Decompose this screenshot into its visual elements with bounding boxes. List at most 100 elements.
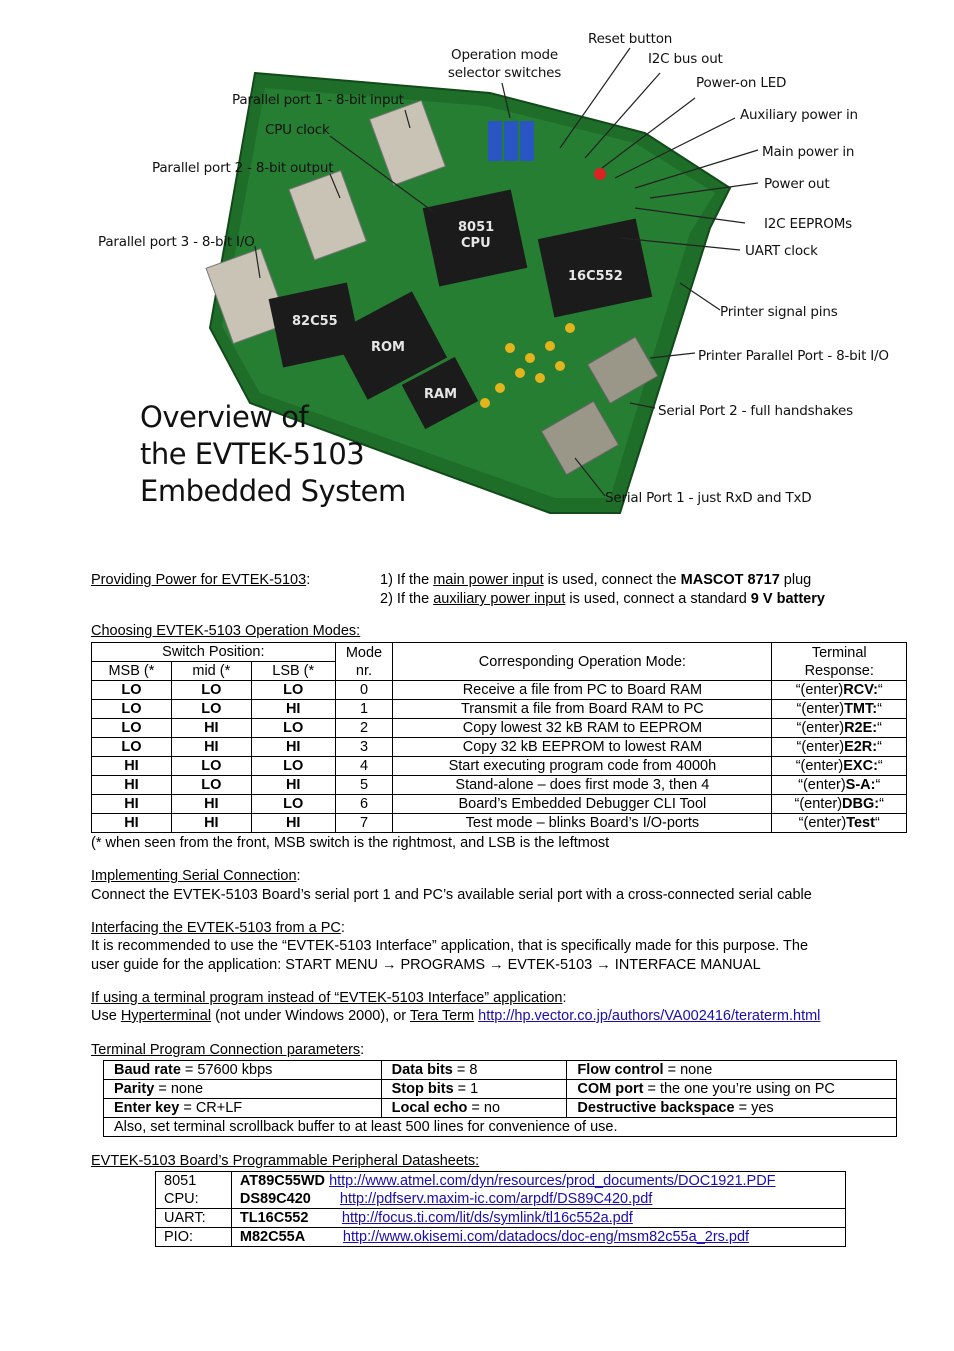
callout-serial-port-1: Serial Port 1 - just RxD and TxD	[605, 490, 812, 506]
mode-cell-response: “(enter)S-A:“	[771, 775, 907, 795]
mode-cell-lsb: LO	[250, 680, 336, 700]
mode-cell-op: Transmit a file from Board RAM to PC	[392, 699, 773, 719]
mode-cell-lsb: HI	[250, 775, 336, 795]
tera-term-link[interactable]: Tera Term	[409, 1008, 475, 1024]
terminal-heading: If using a terminal program instead of “…	[91, 990, 567, 1006]
mode-cell-msb: LO	[91, 699, 172, 719]
mode-cell-mid: HI	[170, 718, 252, 738]
power-led	[594, 168, 606, 180]
mode-cell-nr: 5	[334, 775, 394, 795]
mode-cell-lsb: HI	[250, 737, 336, 757]
mode-cell-nr: 1	[334, 699, 394, 719]
mode-cell-response: “(enter)EXC:“	[771, 756, 907, 776]
mid-header: mid (*	[170, 661, 252, 681]
callout-reset-button: Reset button	[588, 31, 673, 47]
mode-cell-msb: LO	[91, 680, 172, 700]
teraterm-url-link[interactable]: http://hp.vector.co.jp/authors/VA002416/…	[478, 1008, 821, 1024]
msb-header: MSB (*	[91, 661, 172, 681]
mode-cell-mid: HI	[170, 794, 252, 814]
mode-cell-mid: HI	[170, 813, 252, 833]
selector-switches	[488, 121, 534, 161]
interfacing-line-1: It is recommended to use the “EVTEK-5103…	[91, 938, 809, 954]
chip-label-16c552: 16C552	[568, 269, 623, 284]
power-heading: Providing Power for EVTEK-5103:	[91, 572, 311, 588]
datasheet-link-m82c55a[interactable]: http://www.okisemi.com/datadocs/doc-eng/…	[342, 1229, 750, 1245]
switch-position-header: Switch Position:	[91, 642, 336, 662]
callout-power-led: Power-on LED	[696, 75, 787, 91]
callout-power-out: Power out	[764, 176, 830, 192]
mode-cell-nr: 2	[334, 718, 394, 738]
datasheet-link-ds89c420[interactable]: http://pdfserv.maxim-ic.com/arpdf/DS89C4…	[339, 1191, 653, 1207]
mode-cell-msb: HI	[91, 775, 172, 795]
mode-cell-nr: 3	[334, 737, 394, 757]
mode-cell-mid: HI	[170, 737, 252, 757]
hyperterminal-link[interactable]: Hyperterminal	[120, 1008, 212, 1024]
mode-cell-mid: LO	[170, 775, 252, 795]
mode-cell-lsb: HI	[250, 699, 336, 719]
callout-aux-power: Auxiliary power in	[740, 107, 858, 123]
callout-parallel-port-2: Parallel port 2 - 8-bit output	[152, 160, 334, 176]
mode-cell-lsb: LO	[250, 756, 336, 776]
aux-power-input-link: auxiliary power input	[433, 591, 566, 607]
mode-cell-response: “(enter)TMT:“	[771, 699, 907, 719]
chip-label-cpu: CPU	[461, 236, 491, 251]
mode-cell-response: “(enter)R2E:“	[771, 718, 907, 738]
datasheet-links-cpu: AT89C55WD http://www.atmel.com/dyn/resou…	[230, 1171, 847, 1209]
table-subheader-row: MSB (* mid (* LSB (*	[91, 661, 907, 681]
mode-cell-op: Copy lowest 32 kB RAM to EEPROM	[392, 718, 773, 738]
board-photo: 8051 CPU 16C552 82C55 ROM RAM	[205, 47, 759, 514]
callout-printer-port: Printer Parallel Port - 8-bit I/O	[698, 348, 889, 364]
datasheet-link-at89c55wd[interactable]: http://www.atmel.com/dyn/resources/prod_…	[329, 1173, 776, 1189]
serial-port-connectors	[540, 336, 659, 476]
mode-cell-mid: LO	[170, 699, 252, 719]
figure-title-line-2: the EVTEK-5103	[140, 437, 365, 471]
chip-label-rom: ROM	[371, 340, 405, 355]
callout-operation-mode: Operation mode selector switches	[447, 47, 562, 81]
datasheet-link-tl16c552[interactable]: http://focus.ti.com/lit/ds/symlink/tl16c…	[341, 1210, 633, 1226]
power-item-2: 2) If the auxiliary power input is used,…	[380, 591, 825, 607]
params-note-row: Also, set terminal scrollback buffer to …	[103, 1117, 897, 1137]
mode-cell-msb: HI	[91, 813, 172, 833]
mode-cell-lsb: LO	[250, 718, 336, 738]
interfacing-line-2: user guide for the application: START ME…	[91, 957, 761, 973]
board-overview-figure: 8051 CPU 16C552 82C55 ROM RAM	[90, 28, 890, 518]
chip-label-8051: 8051	[458, 220, 494, 235]
mode-cell-op: Copy 32 kB EEPROM to lowest RAM	[392, 737, 773, 757]
mode-cell-msb: LO	[91, 737, 172, 757]
mode-cell-response: “(enter)Test“	[771, 813, 907, 833]
callout-parallel-port-3: Parallel port 3 - 8-bit I/O	[98, 234, 255, 250]
mode-cell-op: Receive a file from PC to Board RAM	[392, 680, 773, 700]
param-cell: COM port = the one you’re using on PC	[566, 1079, 897, 1099]
datasheet-label-uart: UART:	[155, 1208, 232, 1228]
params-note: Also, set terminal scrollback buffer to …	[103, 1117, 897, 1137]
modes-footnote: (* when seen from the front, MSB switch …	[91, 835, 610, 851]
serial-heading: Implementing Serial Connection:	[91, 868, 301, 884]
interfacing-heading: Interfacing the EVTEK-5103 from a PC:	[91, 920, 345, 936]
mode-cell-lsb: LO	[250, 794, 336, 814]
datasheet-label-pio: PIO:	[155, 1227, 232, 1247]
mode-cell-nr: 6	[334, 794, 394, 814]
figure-title-line-1: Overview of	[140, 400, 309, 434]
lsb-header: LSB (*	[250, 661, 336, 681]
param-cell: Data bits = 8	[380, 1060, 568, 1080]
datasheets-heading: EVTEK-5103 Board’s Programmable Peripher…	[91, 1153, 480, 1169]
callout-printer-signal: Printer signal pins	[720, 304, 838, 320]
callout-i2c-eeproms: I2C EEPROMs	[764, 216, 852, 232]
